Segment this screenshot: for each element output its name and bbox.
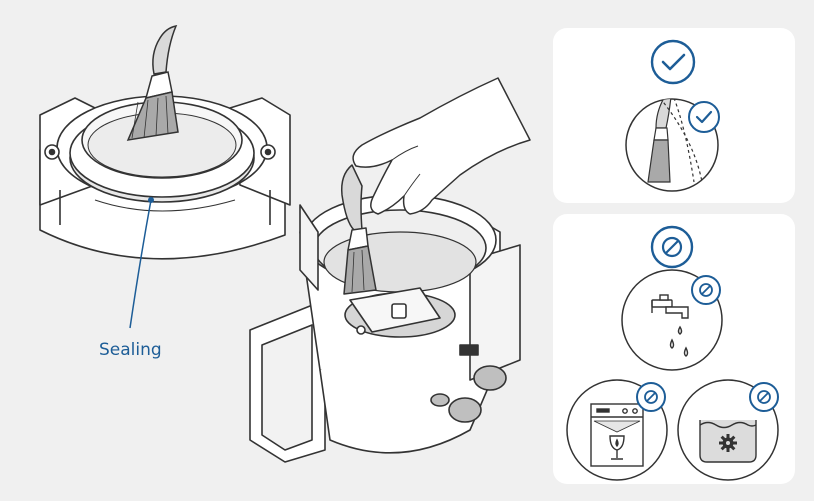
dishwasher-icon <box>567 380 667 480</box>
water-tap-icon <box>622 270 722 370</box>
ultrasonic-bath-icon <box>678 380 778 480</box>
filter-canister <box>250 195 520 462</box>
checkmark-circle-icon <box>652 41 694 83</box>
sealing-label: Sealing <box>99 340 162 360</box>
brush-flex-illustration <box>626 86 719 191</box>
brush-icon <box>128 26 178 140</box>
prohibited-circle-icon <box>652 227 692 267</box>
